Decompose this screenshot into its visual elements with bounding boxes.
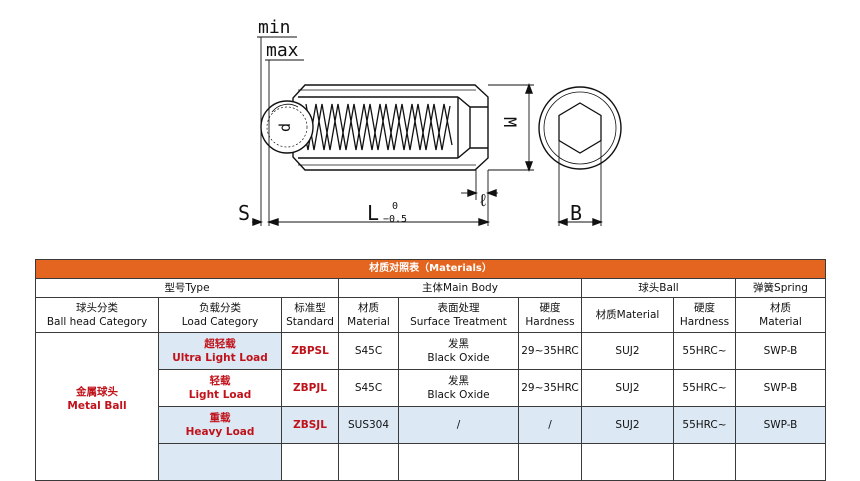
ball-material-cell: SUJ2 <box>581 369 674 407</box>
ball-material-cell: SUJ2 <box>581 332 674 370</box>
body-material-cell: S45C <box>338 332 399 370</box>
standard-cell: ZBSJL <box>281 406 339 444</box>
group-main-body: 主体Main Body <box>338 278 582 298</box>
ball-hardness-cell: 55HRC~ <box>673 332 736 370</box>
group-type: 型号Type <box>35 278 339 298</box>
table-title: 材质对照表（Materials） <box>35 259 826 279</box>
group-spring: 弹簧Spring <box>735 278 826 298</box>
length-tolerance-lower: −0.5 <box>383 214 407 225</box>
ball-hardness-cell: 55HRC~ <box>673 406 736 444</box>
header-ball-material: 材质Material <box>581 297 674 333</box>
length-tolerance-upper: 0 <box>392 201 398 212</box>
ball-hardness-cell: 55HRC~ <box>673 369 736 407</box>
standard-cell: ZBPJL <box>281 369 339 407</box>
length-label: L <box>367 201 379 225</box>
body-hardness-cell: 29~35HRC <box>518 369 582 407</box>
body-hardness-cell: 29~35HRC <box>518 332 582 370</box>
body-material-cell: S45C <box>338 369 399 407</box>
s-label: S <box>238 201 250 225</box>
surface-cell: / <box>398 406 519 444</box>
spring-material-cell: SWP-B <box>735 406 826 444</box>
group-ball: 球头Ball <box>581 278 736 298</box>
technical-drawing: min max d M S L 0 −0.5 ℓ B <box>238 17 622 227</box>
spring-material-cell: SWP-B <box>735 369 826 407</box>
materials-table: 材质对照表（Materials） 型号Type 主体Main Body 球头Ba… <box>35 259 826 481</box>
spring-material-cell: SWP-B <box>735 332 826 370</box>
b-label: B <box>570 201 582 225</box>
max-label: max <box>266 40 299 61</box>
body-material-cell: SUS304 <box>338 406 399 444</box>
ball-diameter-label: d <box>276 123 294 132</box>
ball-material-cell: SUJ2 <box>581 406 674 444</box>
materials-table-wrap: 材质对照表（Materials） 型号Type 主体Main Body 球头Ba… <box>35 259 826 481</box>
standard-cell: ZBPSL <box>281 332 339 370</box>
ell-label: ℓ <box>478 191 488 211</box>
min-label: min <box>258 17 291 38</box>
thread-size-label: M <box>499 117 519 127</box>
body-hardness-cell: / <box>518 406 582 444</box>
